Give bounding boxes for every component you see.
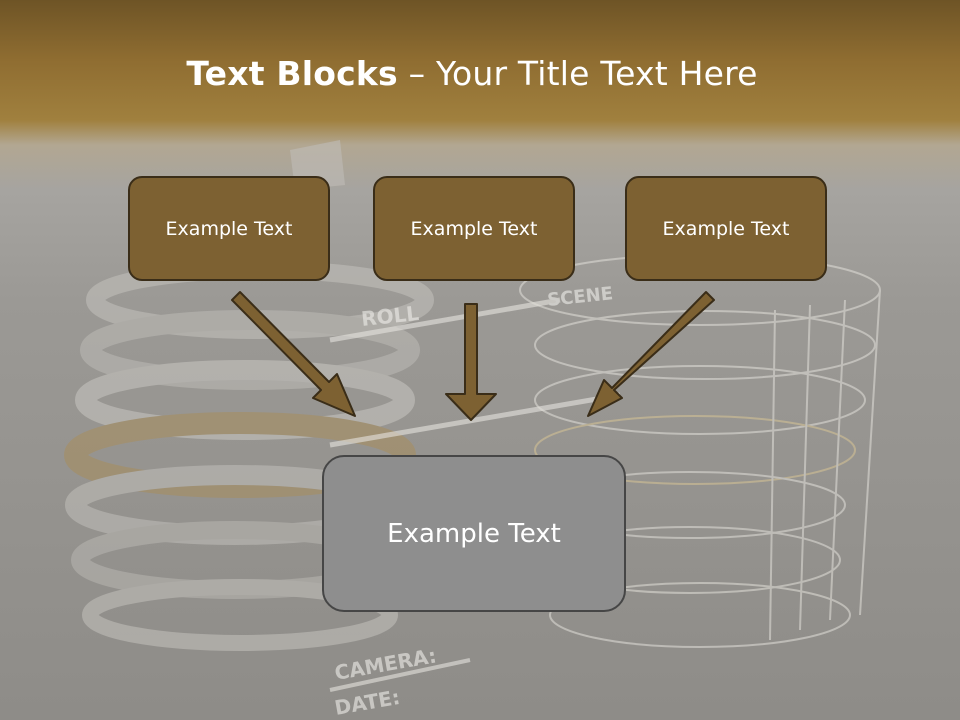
text-block-center[interactable]: Example Text: [322, 455, 626, 612]
slide-title: Text Blocks – Your Title Text Here: [0, 54, 944, 93]
text-block-top-left-label: Example Text: [165, 217, 293, 240]
text-block-top-right[interactable]: Example Text: [625, 176, 827, 281]
text-block-top-middle[interactable]: Example Text: [373, 176, 575, 281]
text-block-top-middle-label: Example Text: [410, 217, 538, 240]
text-block-top-right-label: Example Text: [662, 217, 790, 240]
title-bold: Text Blocks: [186, 54, 398, 93]
text-block-top-left[interactable]: Example Text: [128, 176, 330, 281]
text-block-center-label: Example Text: [387, 518, 561, 549]
title-rest: – Your Title Text Here: [397, 54, 758, 93]
scene-label: SCENE: [546, 283, 614, 311]
date-label: DATE:: [333, 685, 402, 720]
